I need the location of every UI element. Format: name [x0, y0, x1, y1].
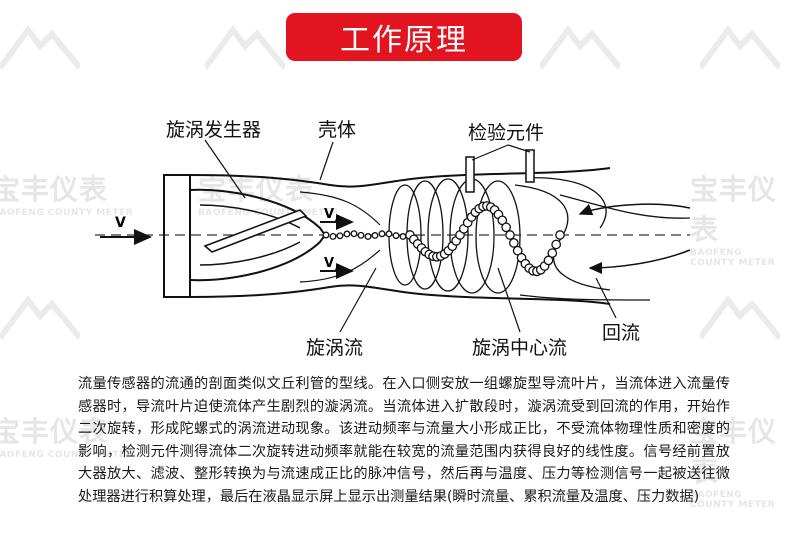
vortex-bead: [322, 231, 330, 239]
swirl-flow-line: [299, 191, 381, 226]
vortex-bead: [364, 233, 372, 240]
leader-line: [497, 267, 521, 333]
housing-outline-top: [189, 167, 611, 188]
vortex-generator-blade: [203, 209, 308, 253]
vortex-bead: [543, 255, 554, 266]
leader-line: [339, 267, 377, 333]
vortex-bead: [508, 238, 519, 248]
vortex-bead: [329, 232, 337, 240]
label-vortex-center-flow: 旋涡中心流: [472, 337, 568, 359]
vortex-bead: [385, 230, 393, 238]
mountain-watermark-icon: [0, 294, 80, 340]
leader-line: [319, 141, 334, 181]
page-title: 工作原理: [286, 13, 522, 61]
mountain-watermark-icon: [700, 294, 780, 340]
vortex-bead: [343, 230, 351, 238]
vortex-bead: [505, 230, 515, 240]
axial-velocity-subscript-top: A: [335, 214, 342, 223]
leader-line: [507, 144, 531, 153]
swirl-flow-line: [299, 249, 381, 283]
vortex-bead: [350, 230, 358, 238]
mountain-watermark-icon: [205, 24, 285, 70]
leader-line: [595, 277, 617, 319]
label-backflow: 回流: [602, 322, 641, 344]
mountain-watermark-icon: [540, 24, 620, 70]
precession-rings: [388, 177, 691, 301]
axial-velocity-symbol-bottom: V: [324, 256, 334, 271]
vortex-bead: [378, 230, 386, 238]
vortex-generator-inner: [199, 204, 301, 266]
inlet-flange: [163, 174, 191, 298]
mountain-watermark-icon: [0, 24, 80, 70]
sensing-element-2: [525, 149, 535, 183]
inlet-velocity-symbol: V: [115, 215, 126, 231]
vortex-bead: [399, 233, 407, 240]
vortex-bead: [547, 248, 558, 258]
housing-outline-bottom: [189, 284, 611, 305]
vortex-bead: [551, 239, 562, 250]
vortex-bead: [392, 232, 400, 240]
vortex-bead: [555, 230, 565, 240]
backflow-arrow: [588, 249, 691, 274]
mountain-watermark-icon: [700, 24, 780, 70]
label-housing: 壳体: [318, 119, 357, 141]
axial-velocity-symbol-top: V: [324, 207, 334, 222]
label-sensing-element: 检验元件: [468, 122, 545, 144]
vortex-bead: [357, 231, 365, 239]
leader-line: [471, 144, 509, 161]
backflow-arrow: [578, 203, 691, 216]
flow-sensor-diagram: V V A V A: [95, 139, 691, 333]
vortex-bead: [336, 232, 344, 240]
leader-line: [204, 139, 246, 199]
description-paragraph: 流量传感器的流通的剖面类似文丘利管的型线。在入口侧安放一组螺旋型导流叶片，当流体…: [78, 376, 730, 505]
sensing-element-1: [465, 156, 475, 193]
vortex-center-beads: [322, 201, 565, 277]
label-swirl-flow: 旋涡流: [306, 337, 364, 359]
vortex-bead: [371, 232, 379, 239]
label-vortex-generator: 旋涡发生器: [166, 119, 262, 141]
vortex-bead: [501, 222, 512, 233]
axial-velocity-subscript-bottom: A: [335, 263, 342, 272]
page-title-text: 工作原理: [340, 23, 468, 58]
